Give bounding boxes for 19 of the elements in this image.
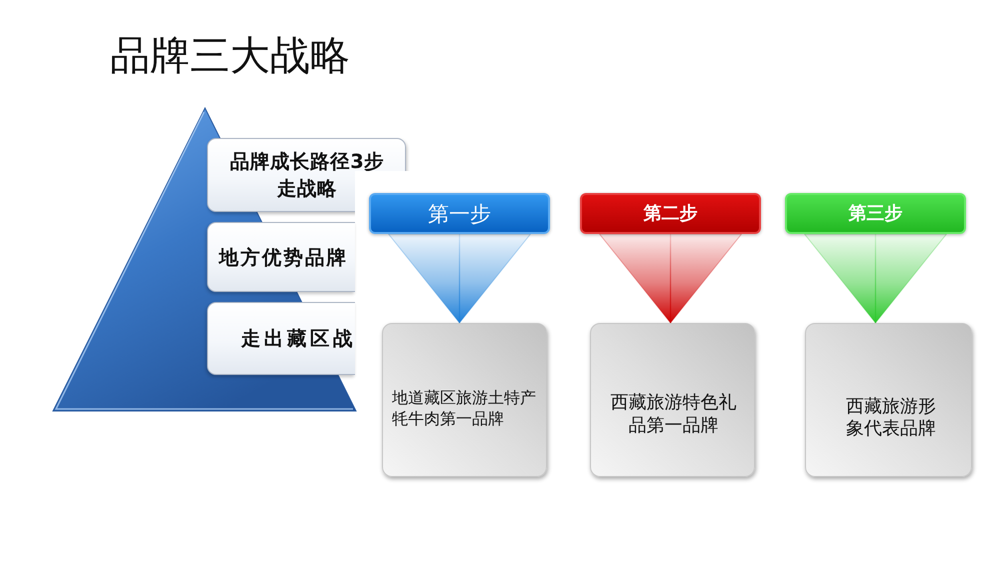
step-header <box>785 193 966 234</box>
strategy-label: 走出藏区战 <box>241 327 356 351</box>
strategy-box <box>207 138 406 212</box>
strategy-box <box>207 302 355 375</box>
goal-text: 西藏旅游特色礼品第一品牌 <box>610 391 738 437</box>
goal-text: 地道藏区旅游土特产牦牛肉第一品牌 <box>392 387 537 429</box>
step-label: 第二步 <box>644 202 698 226</box>
strategy-box <box>207 222 355 292</box>
goal-card <box>805 323 972 477</box>
goal-card <box>590 323 755 477</box>
strategy-label: 品牌成长路径3步走战略 <box>229 148 385 202</box>
goal-text: 西藏旅游形象代表品牌 <box>845 396 937 440</box>
slide-title: 品牌三大战略 <box>110 34 350 78</box>
goal-card <box>382 323 547 477</box>
strategy-label: 地方优势品牌 <box>219 246 348 270</box>
step-label: 第一步 <box>428 202 491 226</box>
step-header <box>580 193 761 234</box>
step-label: 第三步 <box>848 202 902 226</box>
step-header <box>369 193 550 234</box>
